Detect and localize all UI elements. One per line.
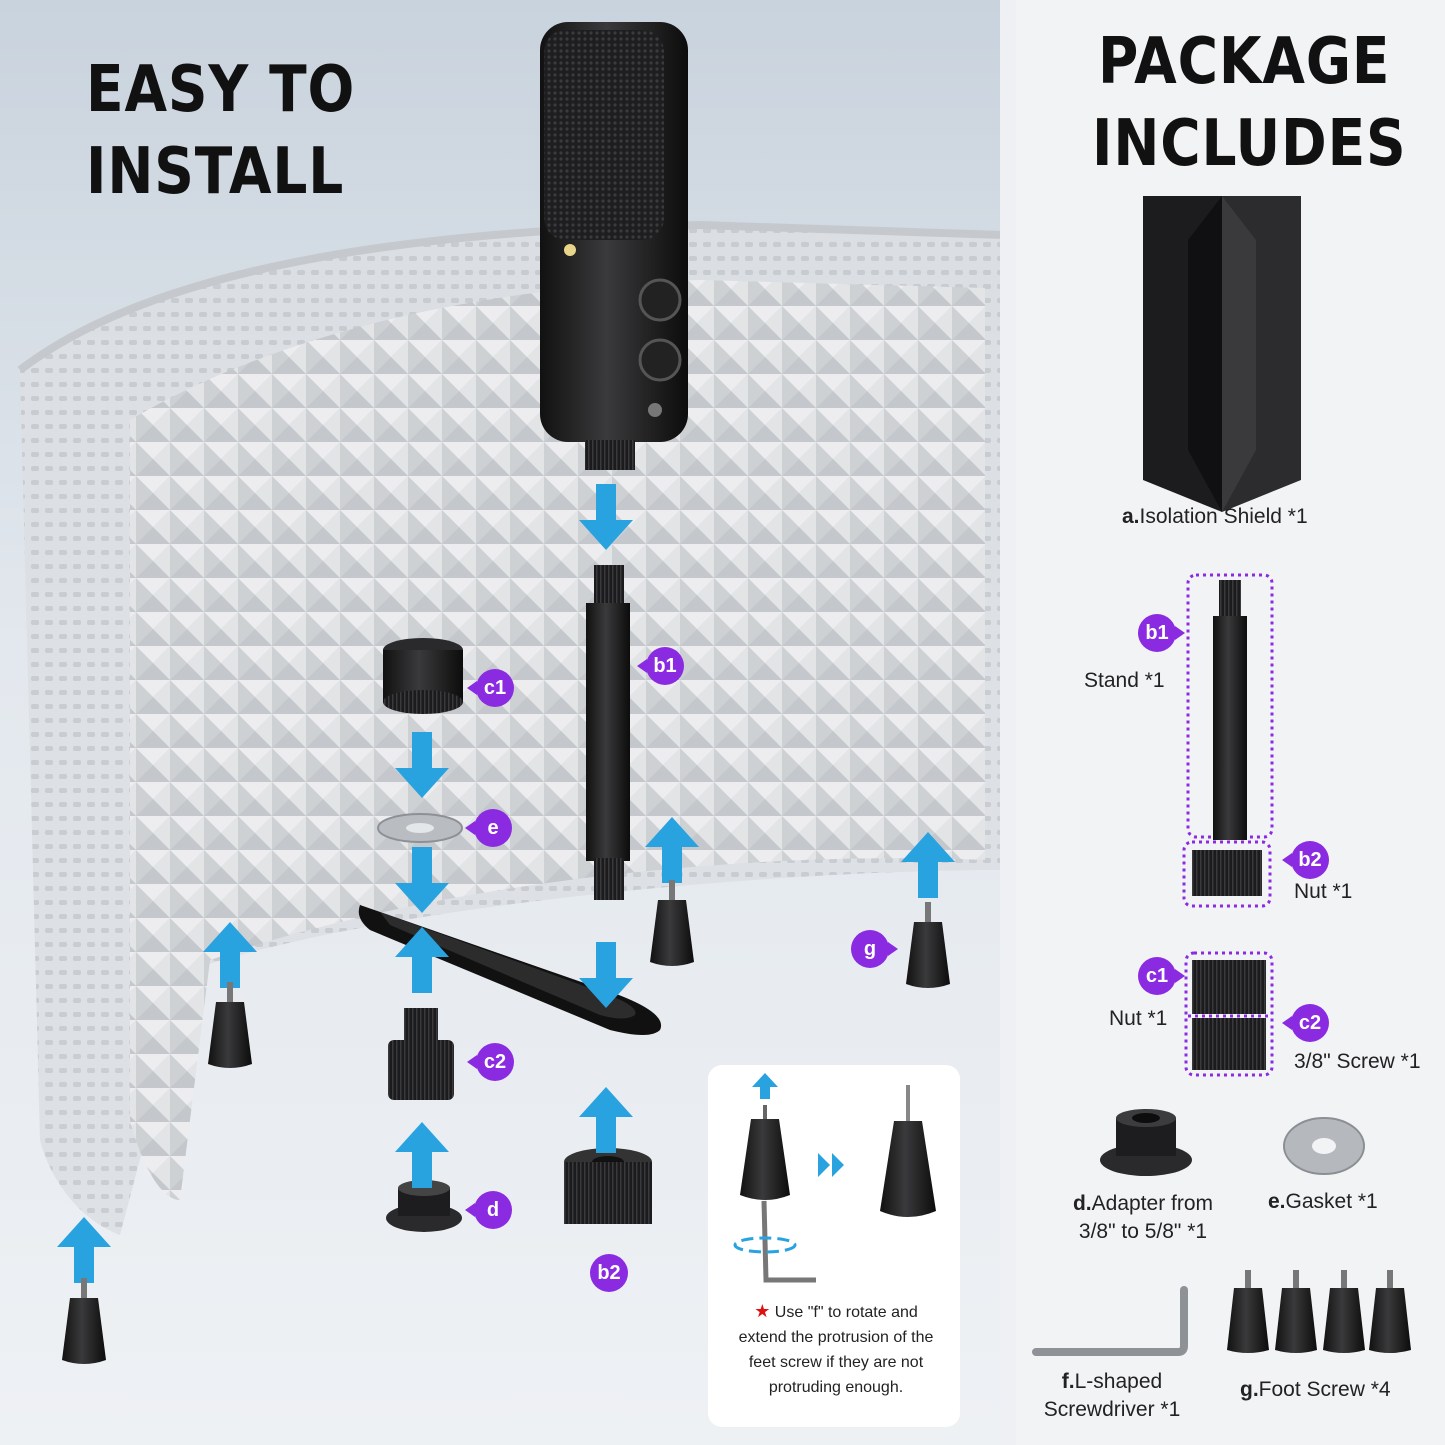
microphone-illustration xyxy=(540,22,688,470)
badge-c1-right: c1 xyxy=(1138,957,1185,995)
badge-b1: b1 xyxy=(637,647,684,685)
item-c2-label: 3/8" Screw *1 xyxy=(1294,1050,1421,1073)
badge-c1: c1 xyxy=(467,669,514,707)
right-title-line-1: PACKAGE xyxy=(1098,25,1391,99)
tip-text: ★ Use "f" to rotate and extend the protr… xyxy=(738,1301,934,1396)
right-title-line-2: INCLUDES xyxy=(1092,107,1407,181)
item-b1-label: Stand *1 xyxy=(1084,669,1165,692)
tip-illustration xyxy=(733,1073,936,1283)
item-d-label: d.Adapter from 3/8" to 5/8" *1 xyxy=(1072,1192,1214,1243)
b2-dotted-frame xyxy=(1182,840,1272,908)
badge-c2-right: c2 xyxy=(1282,1004,1329,1042)
isolation-shield-illustration xyxy=(1143,196,1301,512)
badge-b1-right: b1 xyxy=(1138,614,1185,652)
left-title-line-1: EASY TO xyxy=(86,53,356,127)
base-plate-illustration xyxy=(358,905,662,1035)
assembly-illustration xyxy=(57,22,955,1364)
c-dotted-frame xyxy=(1184,951,1274,1077)
item-b2-label: Nut *1 xyxy=(1294,880,1353,903)
package-items-illustration xyxy=(1032,196,1411,1356)
badge-b2-right: b2 xyxy=(1282,841,1329,879)
left-panel-background xyxy=(0,0,1000,1445)
item-a-label: a.Isolation Shield *1 xyxy=(1122,505,1308,528)
adapter-illustration xyxy=(386,1180,462,1232)
badge-g: g xyxy=(851,930,898,968)
c2-screw-illustration xyxy=(388,1008,454,1100)
b2-nut-illustration xyxy=(564,1148,652,1224)
tip-card: ★ Use "f" to rotate and extend the protr… xyxy=(708,1065,960,1427)
foot-screws-set xyxy=(1227,1270,1411,1353)
item-c1-label: Nut *1 xyxy=(1109,1007,1168,1030)
badge-b2: b2 xyxy=(590,1254,628,1292)
left-title-line-2: INSTALL xyxy=(86,135,345,209)
star-icon: ★ xyxy=(754,1301,771,1321)
c1-nut-illustration xyxy=(383,638,463,714)
item-g-label: g.Foot Screw *4 xyxy=(1240,1378,1391,1401)
item-e-label: e.Gasket *1 xyxy=(1268,1190,1378,1213)
badge-e: e xyxy=(465,809,512,847)
badge-c2: c2 xyxy=(467,1043,514,1081)
gasket-illustration xyxy=(377,813,463,843)
badge-d: d xyxy=(465,1191,512,1229)
stand-rod-illustration xyxy=(586,565,630,900)
item-f-label: f.L-shaped Screwdriver *1 xyxy=(1043,1370,1181,1421)
